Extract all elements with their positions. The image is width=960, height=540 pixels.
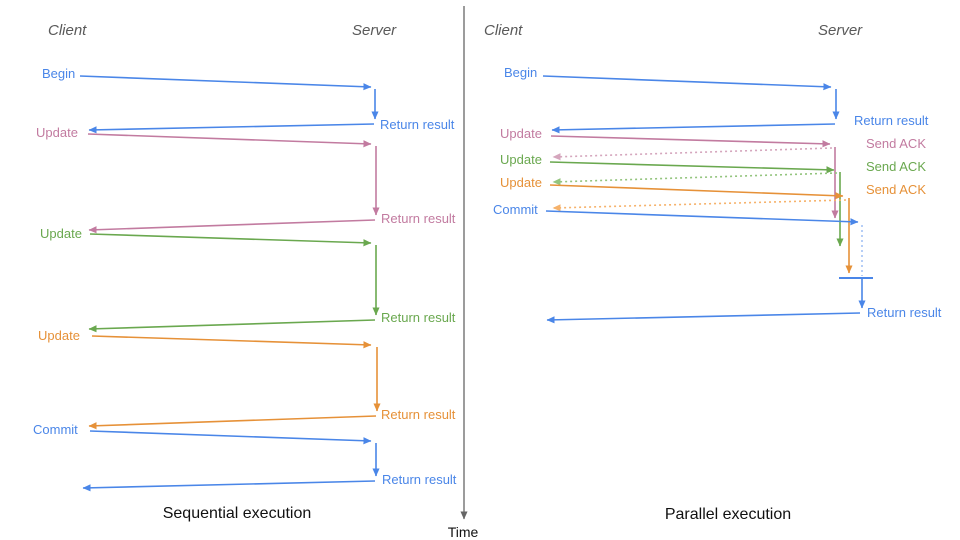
- message-arrow: [88, 123, 375, 134]
- message-label: Return result: [380, 117, 455, 132]
- message-label: Return result: [382, 472, 457, 487]
- diagram-title: Sequential execution: [163, 505, 312, 522]
- message-label: Update: [36, 125, 78, 140]
- message-arrow: [89, 233, 372, 247]
- message-label: Update: [38, 328, 80, 343]
- message-arrow: [552, 199, 847, 212]
- message-arrow: [88, 219, 376, 234]
- message-arrow: [551, 123, 836, 134]
- message-arrow: [91, 335, 372, 349]
- message-label: Send ACK: [866, 136, 926, 151]
- lifeline-header: Client: [48, 22, 87, 39]
- message-label: Send ACK: [866, 182, 926, 197]
- lifeline-header: Server: [818, 22, 863, 39]
- message-arrow: [549, 184, 844, 200]
- message-label: Begin: [42, 66, 75, 81]
- message-label: Return result: [854, 113, 929, 128]
- diagram-title: Parallel execution: [665, 506, 791, 523]
- message-arrow: [546, 312, 861, 324]
- message-label: Return result: [381, 211, 456, 226]
- message-label: Send ACK: [866, 159, 926, 174]
- message-arrow: [542, 75, 832, 91]
- message-label: Return result: [381, 310, 456, 325]
- message-arrow: [89, 430, 372, 445]
- message-arrow: [550, 135, 831, 148]
- message-label: Begin: [504, 65, 537, 80]
- message-arrow: [552, 172, 838, 186]
- message-arrow: [545, 210, 859, 226]
- message-label: Return result: [867, 305, 942, 320]
- message-arrow: [87, 133, 372, 148]
- message-arrow: [88, 319, 376, 333]
- lifeline-header: Client: [484, 22, 523, 39]
- message-arrow: [79, 75, 372, 91]
- message-label: Update: [500, 126, 542, 141]
- message-label: Update: [500, 152, 542, 167]
- lifeline-header: Server: [352, 22, 397, 39]
- message-label: Return result: [381, 407, 456, 422]
- message-label: Commit: [33, 422, 78, 437]
- message-label: Update: [40, 226, 82, 241]
- time-axis: Time: [448, 6, 479, 540]
- message-arrow: [549, 161, 835, 174]
- message-arrow: [552, 147, 833, 161]
- message-arrow: [82, 480, 376, 492]
- message-label: Update: [500, 175, 542, 190]
- message-arrow: [88, 415, 377, 430]
- time-axis-label: Time: [448, 524, 479, 540]
- message-label: Commit: [493, 202, 538, 217]
